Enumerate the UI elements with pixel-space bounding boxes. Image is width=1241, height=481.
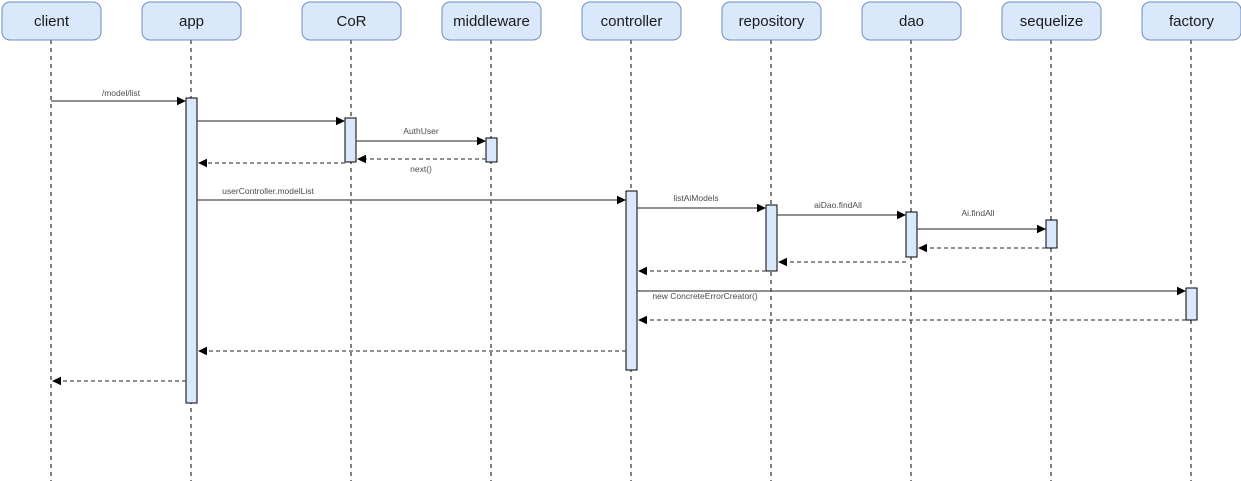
message-msg-seq-dao-return [918, 243, 1046, 253]
participant-label: dao [899, 13, 924, 30]
arrowhead-icon [617, 195, 626, 205]
message-label: next() [410, 164, 432, 174]
arrowhead-icon [1037, 224, 1046, 234]
arrowhead-icon [198, 346, 207, 356]
participant-box[interactable] [861, 1, 962, 41]
message-label: /model/list [102, 88, 141, 98]
participant-label: middleware [453, 13, 530, 30]
arrowhead-icon [52, 376, 61, 386]
participant-label: client [34, 13, 70, 30]
message-msg-user-controller: userController.modelList [197, 186, 626, 205]
participant-box[interactable] [1141, 1, 1241, 41]
activation-bar-factory [1185, 287, 1198, 321]
message-msg-ctrl-app-return [198, 346, 626, 356]
message-label: listAiModels [673, 193, 718, 203]
participant-repository[interactable]: repository [721, 1, 822, 41]
participant-factory[interactable]: factory [1141, 1, 1241, 41]
participant-box[interactable] [301, 1, 402, 41]
participant-app[interactable]: app [141, 1, 242, 41]
message-label: userController.modelList [222, 186, 314, 196]
activation-bar-app [185, 97, 198, 404]
arrowhead-icon [357, 154, 366, 164]
arrowhead-icon [336, 116, 345, 126]
participant-client[interactable]: client [1, 1, 102, 41]
message-msg-ai-dao-findall: aiDao.findAll [777, 200, 906, 220]
message-label: new ConcreteErrorCreator() [652, 291, 758, 301]
arrowhead-icon [778, 257, 787, 267]
participant-box[interactable] [581, 1, 682, 41]
activation-bar-dao [905, 211, 918, 258]
participant-middleware[interactable]: middleware [441, 1, 542, 41]
arrowhead-icon [177, 96, 186, 106]
message-msg-ai-findall: Ai.findAll [917, 208, 1046, 234]
arrowhead-icon [1177, 286, 1186, 296]
message-msg-cor-app-return [198, 158, 345, 168]
message-msg-auth-user: AuthUser [356, 126, 486, 146]
activation-bar-cor [344, 117, 357, 163]
activation-bar-middleware [485, 137, 498, 163]
message-msg-repo-ctrl-return [638, 266, 766, 276]
message-msg-list-ai-models: listAiModels [637, 193, 766, 213]
participant-box[interactable] [1001, 1, 1102, 41]
message-msg-next: next() [357, 154, 486, 174]
participant-cor[interactable]: CoR [301, 1, 402, 41]
arrowhead-icon [918, 243, 927, 253]
participant-box[interactable] [441, 1, 542, 41]
lifelines-layer [50, 40, 1192, 481]
participant-label: controller [601, 13, 663, 30]
message-msg-new-creator: new ConcreteErrorCreator() [637, 286, 1186, 301]
participant-dao[interactable]: dao [861, 1, 962, 41]
message-msg-app-client-return [52, 376, 186, 386]
participant-box[interactable] [141, 1, 242, 41]
activation-bar-sequelize [1045, 219, 1058, 249]
message-msg-app-cor [197, 116, 345, 126]
participant-label: sequelize [1020, 13, 1083, 30]
message-label: aiDao.findAll [814, 200, 862, 210]
participant-label: app [179, 13, 204, 30]
participant-label: factory [1169, 13, 1215, 30]
participant-box[interactable] [721, 1, 822, 41]
arrowhead-icon [638, 315, 647, 325]
activation-bar-controller [625, 190, 638, 371]
participant-label: CoR [336, 13, 366, 30]
arrowhead-icon [638, 266, 647, 276]
message-msg-model-list: /model/list [51, 88, 186, 106]
message-label: Ai.findAll [961, 208, 994, 218]
participants-layer: client app CoR middleware controller reposito… [1, 1, 1241, 41]
activations-layer [185, 97, 1198, 404]
arrowhead-icon [198, 158, 207, 168]
activation-bar-repository [765, 204, 778, 272]
message-msg-factory-return [638, 315, 1186, 325]
arrowhead-icon [757, 203, 766, 213]
arrowhead-icon [897, 210, 906, 220]
participant-sequelize[interactable]: sequelize [1001, 1, 1102, 41]
participant-controller[interactable]: controller [581, 1, 682, 41]
message-label: AuthUser [403, 126, 439, 136]
message-msg-dao-repo-return [778, 257, 906, 267]
participant-label: repository [739, 13, 805, 30]
participant-box[interactable] [1, 1, 102, 41]
arrowhead-icon [477, 136, 486, 146]
